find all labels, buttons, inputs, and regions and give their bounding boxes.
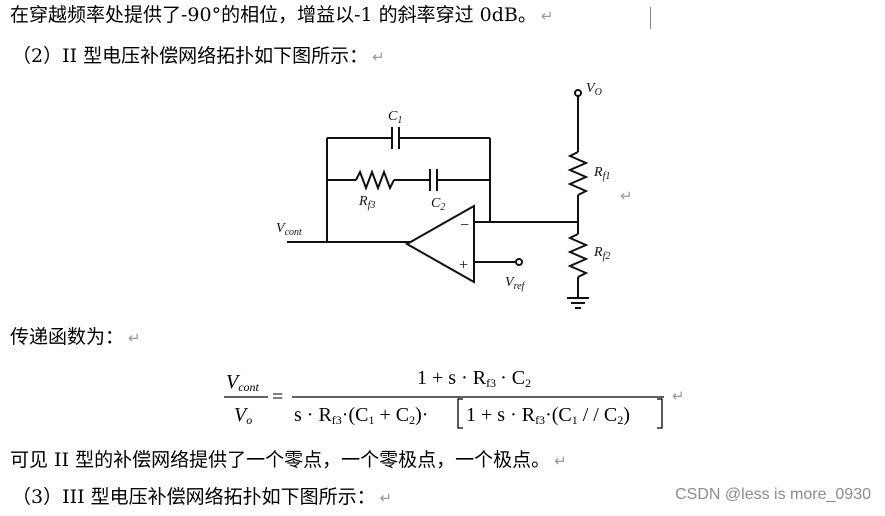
paragraph-text: （2）II 型电压补偿网络拓扑如下图所示： [12,45,369,67]
lhs-numerator: Vcont [226,371,260,394]
rf1-label: Rf1 [593,165,610,182]
return-mark: ↵ [379,489,393,507]
equals-sign: = [272,386,283,408]
rhs-numerator: 1 + s · Rf3· C2 [417,367,531,390]
c1-label: C1 [388,109,402,126]
rf3-label: Rf3 [358,194,375,211]
rf2-label: Rf2 [593,245,610,262]
paragraph-line-3: 传递函数为：↵ [10,326,141,349]
paragraph-line-1: 在穿越频率处提供了-90°的相位，增益以-1 的斜率穿过 0dB。↵ [10,4,553,27]
vref-label: Vref [505,275,526,292]
plus-sign: + [459,257,468,274]
paragraph-text: 传递函数为： [10,326,125,348]
return-mark: ↵ [372,48,385,66]
paragraph-text: 可见 II 型的补偿网络提供了一个零点，一个零极点，一个极点。 [10,449,551,471]
minus-sign: − [460,217,469,234]
rhs-bracket-content: 1 + s · Rf3·(C1 / / C2) [466,404,630,427]
right-bracket [657,398,663,429]
return-mark: ↵ [672,387,685,405]
csdn-watermark: CSDN @less is more_0930 [675,486,871,503]
left-bracket [457,398,463,429]
c2-label: C2 [431,196,445,213]
text-cursor [650,7,651,29]
paragraph-text: 在穿越频率处提供了-90°的相位，增益以-1 的斜率穿过 0dB。 [10,4,537,26]
return-mark: ↵ [128,329,141,347]
paragraph-text: （3）III 型电压补偿网络拓扑如下图所示： [12,486,376,508]
rf3-resistor [355,169,395,191]
vcont-label: Vcont [276,221,302,238]
op-amp [404,204,475,284]
rhs-denominator: s · Rf3·(C1 + C2)· [294,404,428,427]
return-mark: ↵ [540,7,554,25]
paragraph-line-4: 可见 II 型的补偿网络提供了一个零点，一个零极点，一个极点。↵ [10,449,567,472]
rf1-resistor [567,151,589,196]
return-mark: ↵ [620,189,633,205]
lhs-denominator: Vo [234,404,252,427]
vref-terminal [515,258,523,266]
return-mark: ↵ [554,452,567,470]
paragraph-line-5: （3）III 型电压补偿网络拓扑如下图所示：↵ [12,486,392,509]
vo-label: VO [586,81,602,98]
paragraph-line-2: （2）II 型电压补偿网络拓扑如下图所示：↵ [12,45,385,68]
rf2-resistor [567,233,589,278]
